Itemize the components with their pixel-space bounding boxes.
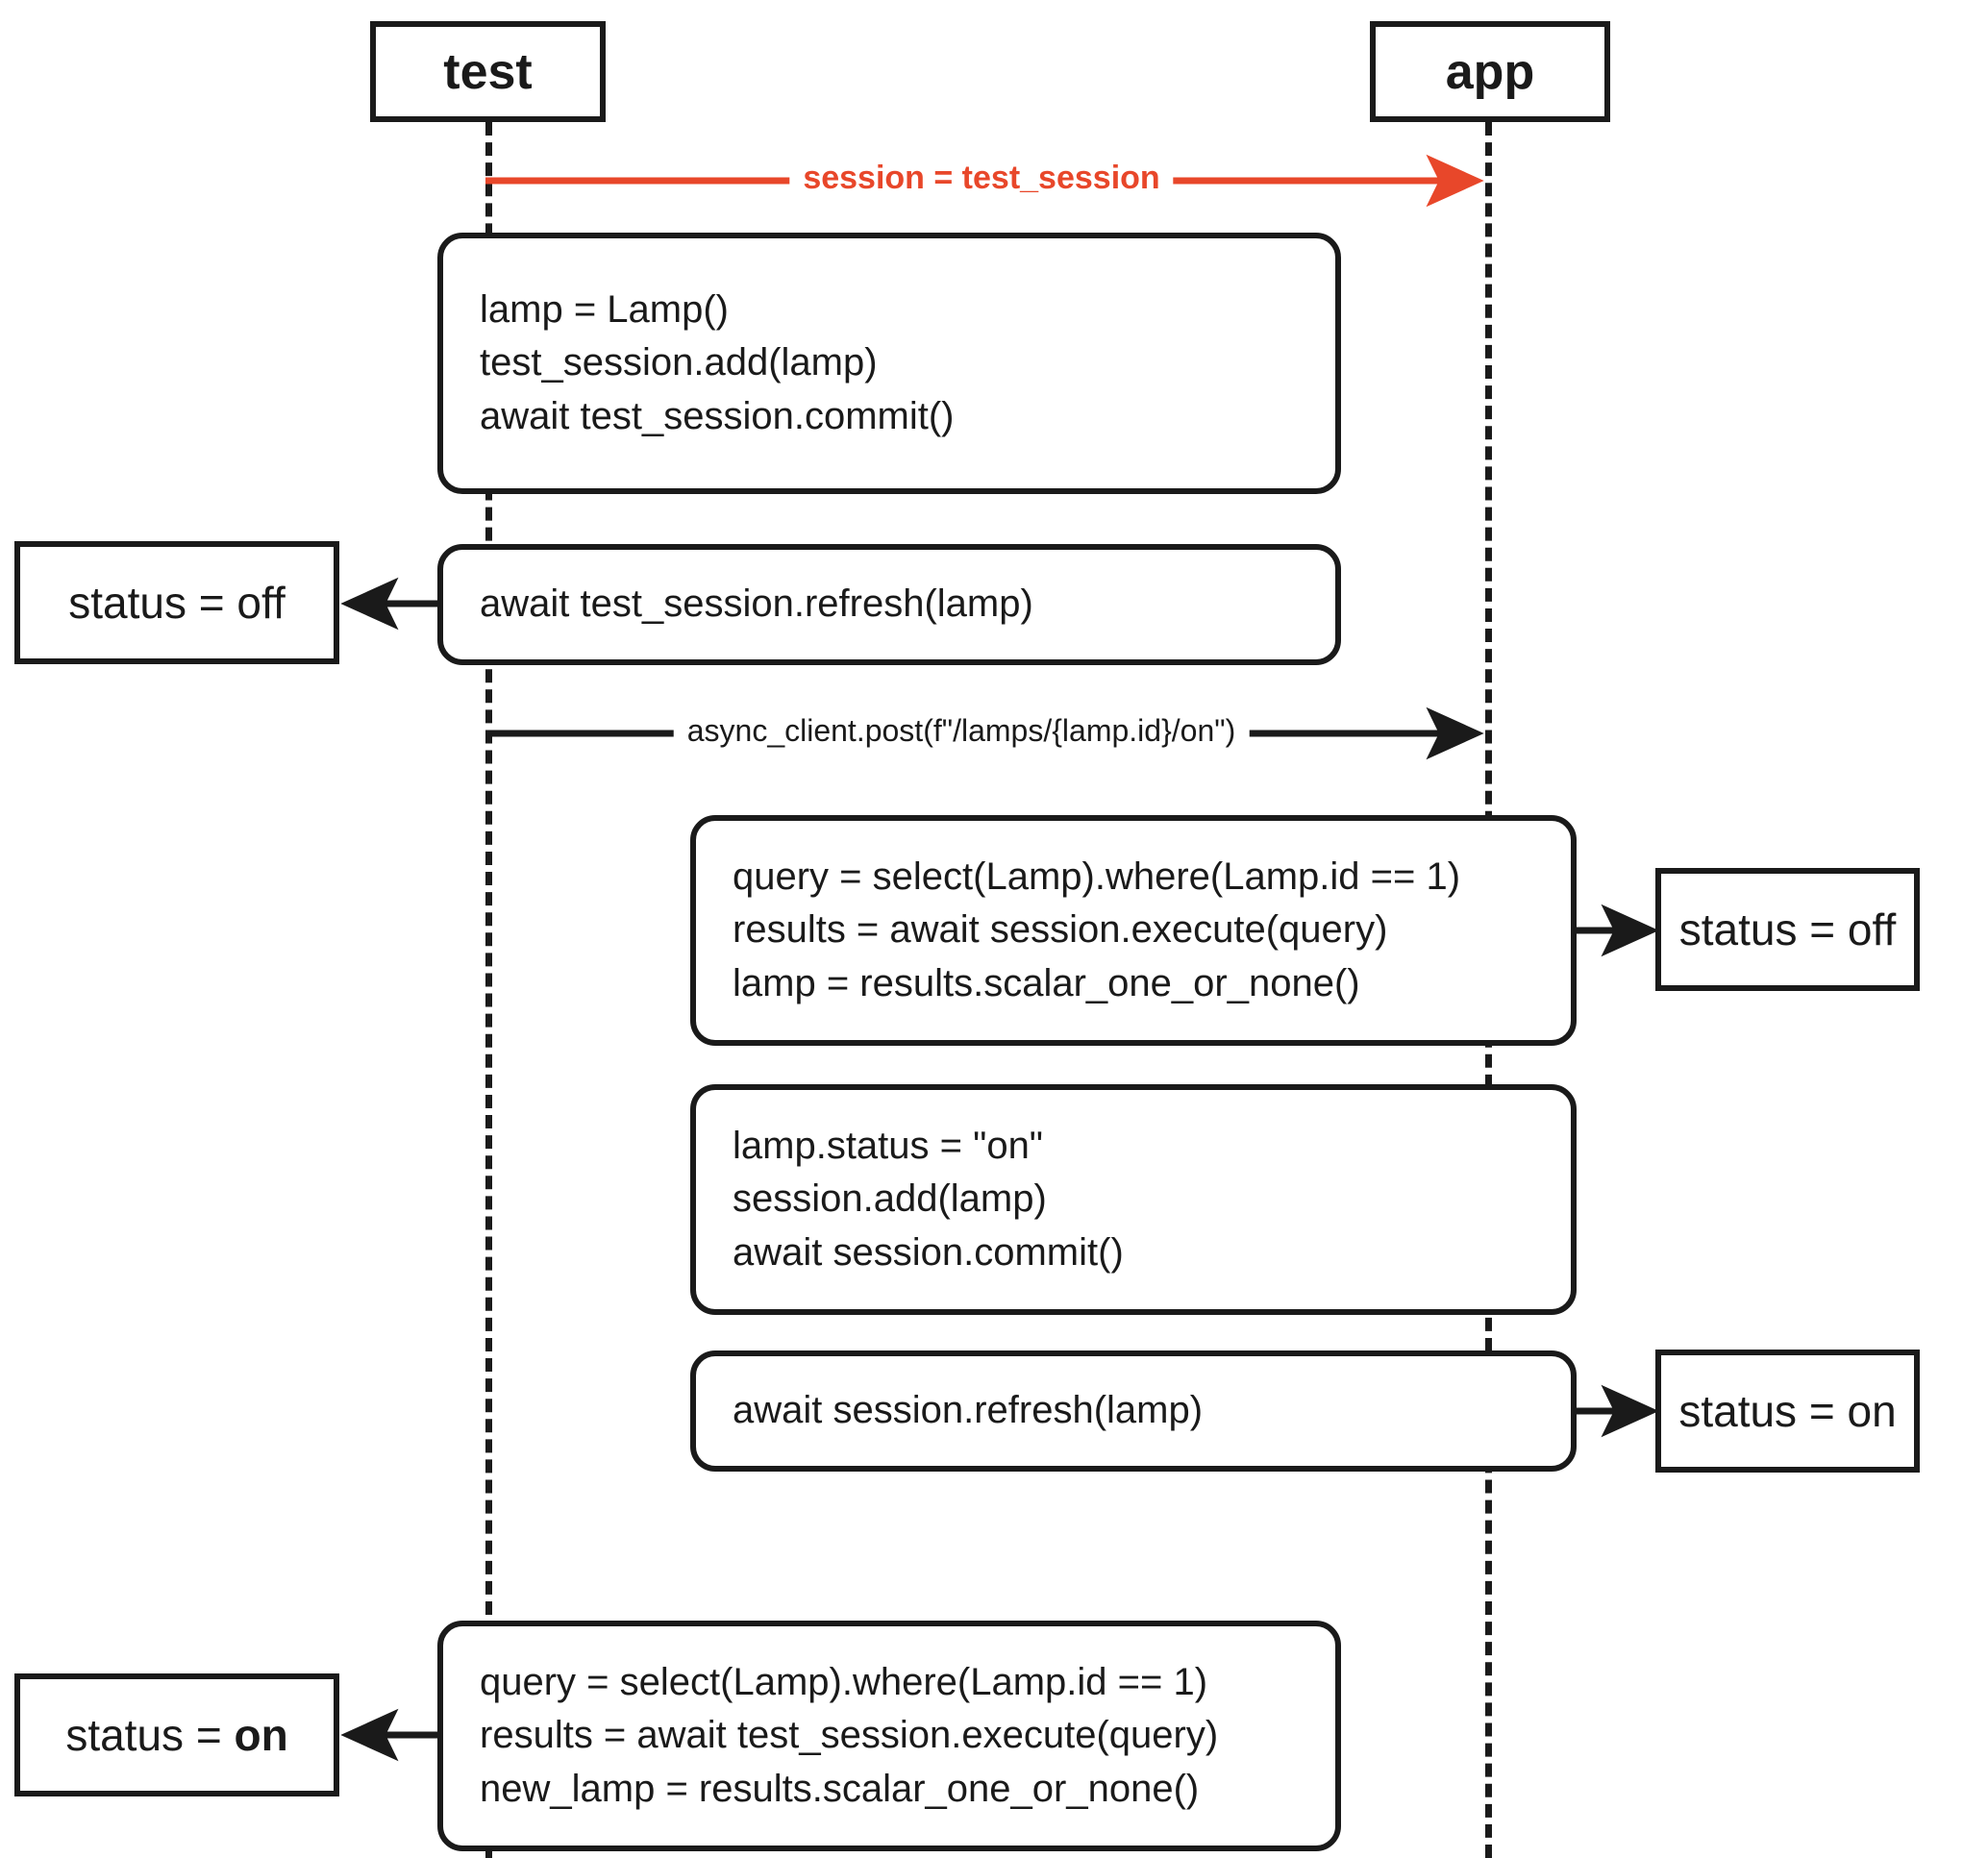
note-line: query = select(Lamp).where(Lamp.id == 1): [480, 1661, 1208, 1704]
note-test-refresh-lamp: await test_session.refresh(lamp): [437, 544, 1341, 665]
message-label-post: async_client.post(f"/lamps/{lamp.id}/on"…: [673, 713, 1250, 749]
status-label-prefix: status =: [1678, 904, 1848, 954]
status-badge-off-left: status = off: [14, 541, 339, 664]
status-badge-off-right: status = off: [1655, 868, 1920, 991]
status-label-value: off: [1847, 904, 1897, 954]
message-label-session: session = test_session: [789, 160, 1174, 197]
note-app-query-lamp: query = select(Lamp).where(Lamp.id == 1)…: [690, 815, 1577, 1046]
note-line: session.add(lamp): [733, 1177, 1047, 1221]
status-badge-on-left: status = on: [14, 1673, 339, 1796]
status-label-value: on: [234, 1710, 288, 1760]
note-line: results = await test_session.execute(que…: [480, 1714, 1219, 1757]
note-line: results = await session.execute(query): [733, 908, 1388, 952]
note-line: lamp = Lamp(): [480, 288, 729, 332]
note-line: lamp.status = "on": [733, 1125, 1044, 1168]
status-badge-on-right: status = on: [1655, 1350, 1920, 1473]
note-app-refresh-lamp: await session.refresh(lamp): [690, 1350, 1577, 1472]
note-test-requery-lamp: query = select(Lamp).where(Lamp.id == 1)…: [437, 1621, 1341, 1851]
status-label-prefix: status =: [68, 578, 237, 628]
note-line: query = select(Lamp).where(Lamp.id == 1): [733, 855, 1461, 899]
participant-app-label: app: [1445, 43, 1535, 100]
status-label-prefix: status =: [65, 1710, 235, 1760]
note-test-create-lamp: lamp = Lamp() test_session.add(lamp) awa…: [437, 233, 1341, 494]
status-label-value: on: [1847, 1386, 1897, 1436]
status-label-value: off: [236, 578, 286, 628]
participant-test[interactable]: test: [370, 21, 606, 122]
status-label-prefix: status =: [1678, 1386, 1848, 1436]
note-app-set-status-on: lamp.status = "on" session.add(lamp) awa…: [690, 1084, 1577, 1315]
note-line: test_session.add(lamp): [480, 341, 878, 384]
lifeline-test: [485, 122, 492, 1858]
note-line: new_lamp = results.scalar_one_or_none(): [480, 1767, 1200, 1810]
note-line: lamp = results.scalar_one_or_none(): [733, 961, 1360, 1004]
note-line: await test_session.commit(): [480, 394, 955, 437]
note-line: await test_session.refresh(lamp): [480, 582, 1033, 626]
participant-app[interactable]: app: [1370, 21, 1610, 122]
note-line: await session.refresh(lamp): [733, 1389, 1204, 1432]
participant-test-label: test: [443, 43, 533, 100]
note-line: await session.commit(): [733, 1230, 1124, 1274]
